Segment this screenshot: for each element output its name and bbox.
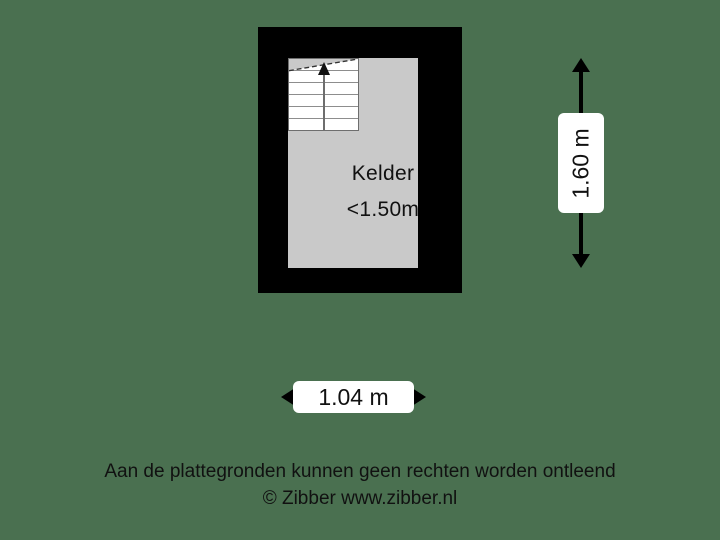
dimension-arrow-right-icon [412,388,426,406]
dimension-vertical-label: 1.60 m [567,127,594,199]
dimension-vertical-tag: 1.60 m [558,113,604,213]
dimension-horizontal: 1.04 m [281,381,426,413]
stair-walkline [323,59,325,130]
room-label-block: Kelder <1.50m [318,156,448,228]
dimension-arrow-down-icon [572,254,590,268]
room-height-note: <1.50m [346,198,420,221]
dimension-arrow-up-icon [572,58,590,72]
disclaimer-text: Aan de plattegronden kunnen geen rechten… [104,461,616,482]
dimension-horizontal-label: 1.04 m [293,381,414,413]
footer-disclaimer: Aan de plattegronden kunnen geen rechten… [0,458,720,512]
dimension-arrow-left-icon [281,388,295,406]
stair-direction-up-arrow-icon [318,62,330,75]
copyright-text: © Zibber www.zibber.nl [262,488,458,509]
room-floor-kelder: Kelder <1.50m [288,58,419,268]
staircase-icon [288,58,359,131]
dimension-vertical: 1.60 m [558,58,604,268]
room-name-label: Kelder [351,162,415,185]
floorplan-walls: Kelder <1.50m [258,27,462,293]
